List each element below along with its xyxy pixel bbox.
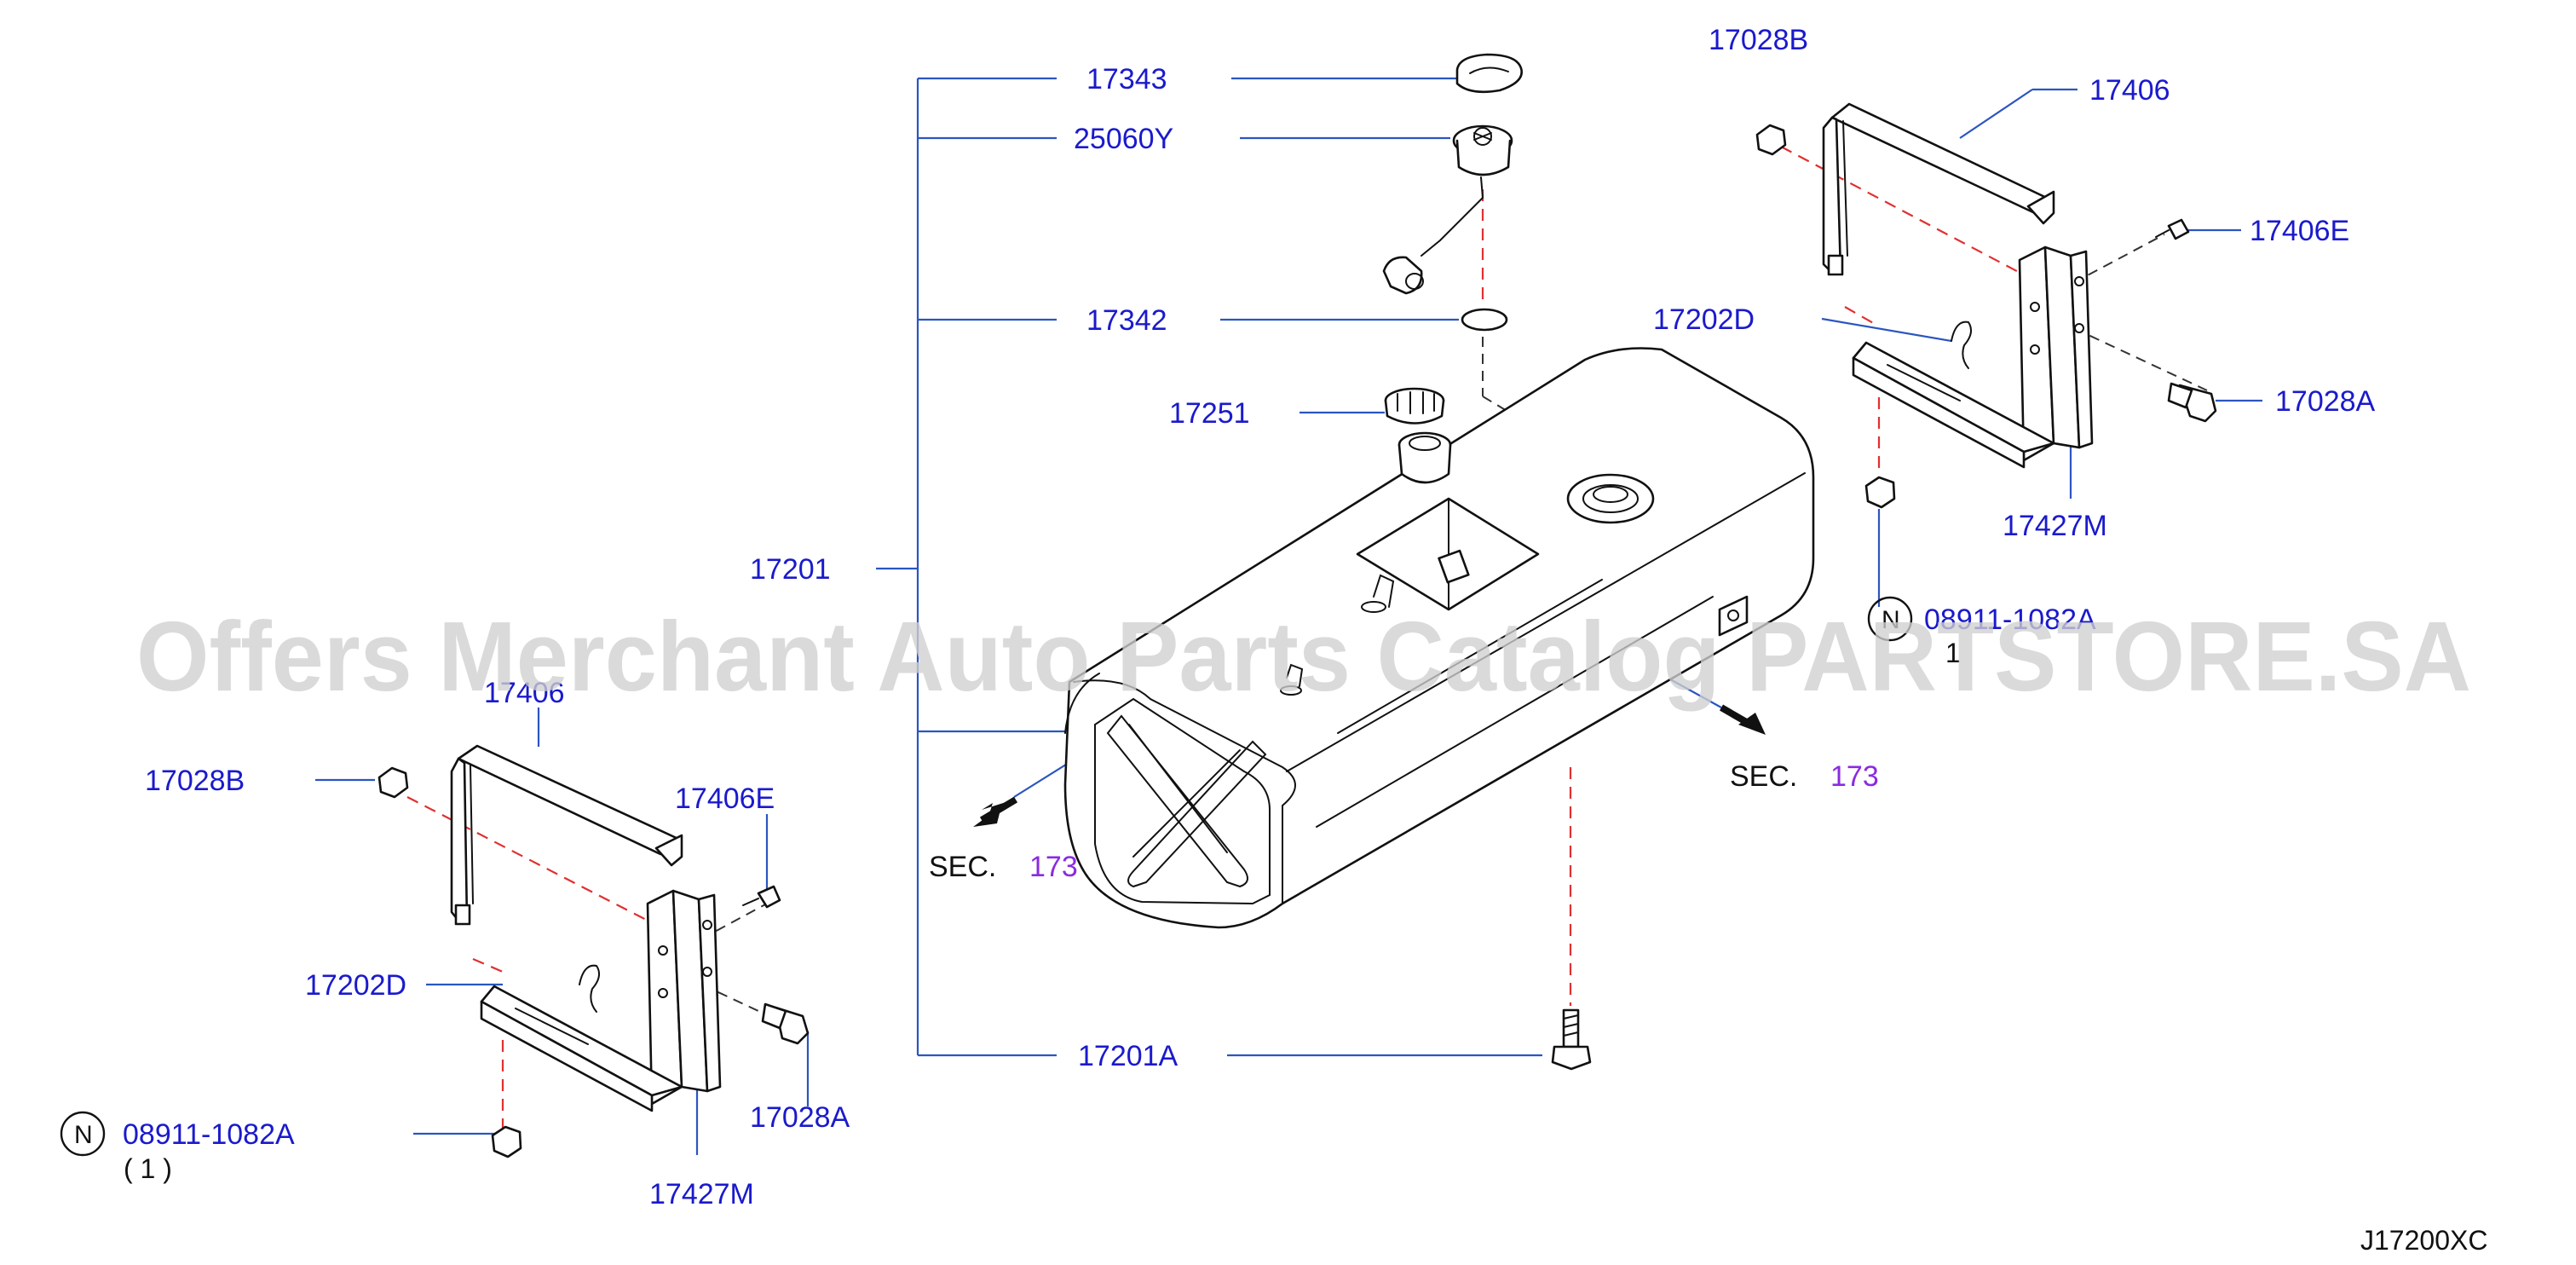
label-17202d-right: 17202D: [1653, 303, 1755, 336]
label-17342: 17342: [1086, 304, 1167, 337]
watermark: Offers Merchant Auto Parts Catalog PARTS…: [136, 601, 2471, 712]
sec-ref-left: 173: [1029, 851, 1078, 883]
sec-ref-right: 173: [1830, 760, 1879, 793]
sec-label-right: SEC.: [1730, 760, 1797, 793]
label-17201: 17201: [750, 553, 831, 586]
nut-symbol-left: N: [74, 1121, 93, 1149]
label-17427m-right: 17427M: [2003, 510, 2107, 542]
tank-fittings: [973, 53, 1766, 1071]
label-17343: 17343: [1086, 63, 1167, 95]
label-08911-right: 08911-1082A: [1924, 604, 2096, 636]
label-17406e-right: 17406E: [2250, 215, 2349, 247]
fuel-tank: [1063, 347, 1815, 929]
label-17028b-right: 17028B: [1709, 24, 1808, 56]
section-references: SEC. 173 SEC. 173: [929, 760, 1879, 883]
label-25060y: 25060Y: [1074, 123, 1173, 155]
label-17201a: 17201A: [1078, 1040, 1179, 1072]
label-17028a-left: 17028A: [750, 1101, 850, 1134]
label-17028b-left: 17028B: [145, 765, 245, 797]
label-17202d-left: 17202D: [305, 969, 406, 1002]
label-17028a-right: 17028A: [2275, 385, 2376, 418]
part-labels: 17343 25060Y 17342 17251 17201 17201A 17…: [74, 24, 2376, 1210]
left-bracket-assembly: [60, 744, 810, 1158]
nut-symbol-right: N: [1882, 606, 1900, 634]
qty-right: 1: [1945, 638, 1961, 668]
label-17251: 17251: [1169, 397, 1250, 430]
label-17427m-left: 17427M: [649, 1178, 754, 1210]
right-bracket-assembly: [1755, 102, 2217, 642]
label-17406-left: 17406: [484, 677, 565, 709]
label-17406-right: 17406: [2089, 74, 2170, 107]
label-08911-left: 08911-1082A: [123, 1118, 295, 1151]
qty-left: ( 1 ): [124, 1153, 172, 1184]
label-17406e-left: 17406E: [675, 783, 775, 815]
sec-label-left: SEC.: [929, 851, 996, 883]
drawing-code: J17200XC: [2360, 1225, 2487, 1256]
